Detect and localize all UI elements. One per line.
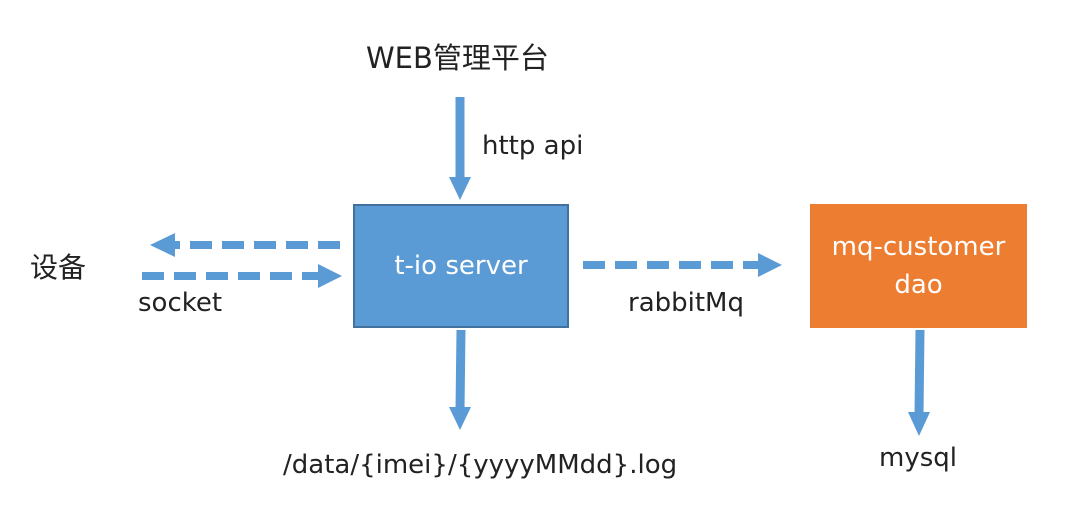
arrow-server-to-mq: [583, 253, 782, 277]
web-platform-label: WEB管理平台: [366, 41, 549, 75]
server-node: t-io server: [353, 204, 569, 328]
arrow-web-to-server: [449, 97, 471, 200]
server-label: t-io server: [394, 251, 528, 281]
mq-label-line2: dao: [894, 270, 943, 300]
socket-label: socket: [138, 288, 223, 318]
arrow-server-to-device: [150, 233, 340, 257]
rabbitmq-label: rabbitMq: [628, 288, 744, 318]
mysql-label: mysql: [879, 443, 957, 473]
log-path-label: /data/{imei}/{yyyyMMdd}.log: [283, 450, 678, 480]
mq-label-line1: mq-customer: [831, 232, 1006, 262]
arrow-server-to-log: [449, 329, 471, 430]
mq-customer-node: mq-customer dao: [810, 204, 1027, 328]
arrow-mq-to-mysql: [908, 329, 930, 436]
device-label: 设备: [30, 251, 87, 284]
arrow-device-to-server: [142, 264, 342, 288]
http-api-label: http api: [482, 131, 584, 161]
